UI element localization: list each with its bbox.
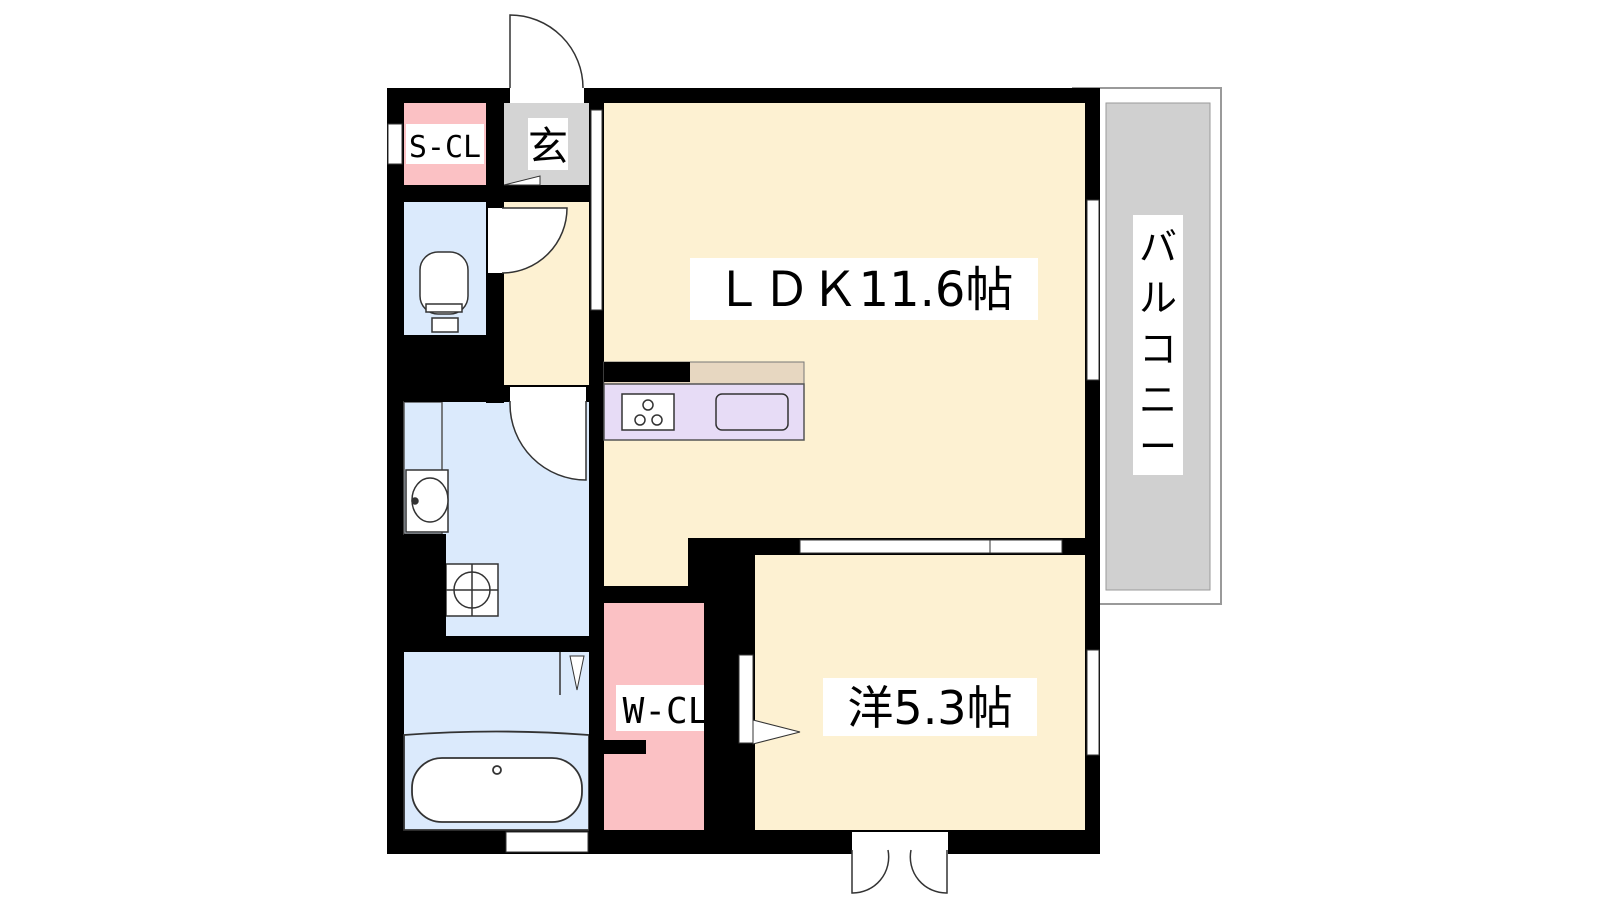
balcony-label-char: ル: [1139, 276, 1177, 320]
ldk-label-bg: [690, 258, 1038, 320]
entrance-label-bg: [528, 118, 568, 170]
closet-rod: [604, 740, 646, 754]
balcony: バ ル コ ニ ー: [1072, 87, 1222, 605]
washing-machine-icon: [445, 563, 499, 617]
ldk-label: ＬＤＫ11.6帖: [715, 262, 1014, 318]
kitchen-sink-icon: [715, 393, 789, 431]
windows: [387, 123, 1100, 853]
balcony-label-char: バ: [1139, 225, 1177, 269]
entrance-door-inner: [503, 175, 541, 186]
shoe-closet-label: S-CL: [409, 130, 481, 165]
bathtub-icon: [403, 730, 590, 831]
western-room-label-bg: [823, 678, 1037, 736]
washroom-door: [509, 387, 587, 481]
ldk-room: [604, 103, 1085, 586]
stove-icon: [621, 393, 675, 431]
western-room-sliding-door: [799, 539, 1063, 554]
walk-in-closet-label: W-CL: [623, 691, 710, 732]
walk-in-closet-label-bg: [616, 685, 716, 731]
toilet-icon: [419, 251, 469, 333]
shoe-closet-label-bg: [406, 124, 484, 164]
balcony-label-char: ー: [1139, 425, 1177, 469]
balcony-label-char: ニ: [1139, 378, 1177, 422]
balcony-label-bg: [1133, 215, 1183, 475]
closet-door: [738, 654, 801, 745]
balcony-label-char: コ: [1139, 327, 1177, 371]
sink-icon: [405, 469, 449, 533]
toilet-door: [488, 207, 568, 274]
kitchen-wall: [604, 362, 690, 382]
front-door: [509, 14, 584, 103]
western-room-door: [851, 832, 948, 894]
entrance-label: 玄: [528, 124, 568, 170]
ldk-sliding-door: [590, 109, 603, 311]
western-room-label: 洋5.3帖: [847, 681, 1012, 735]
shower-icon: [569, 655, 585, 691]
